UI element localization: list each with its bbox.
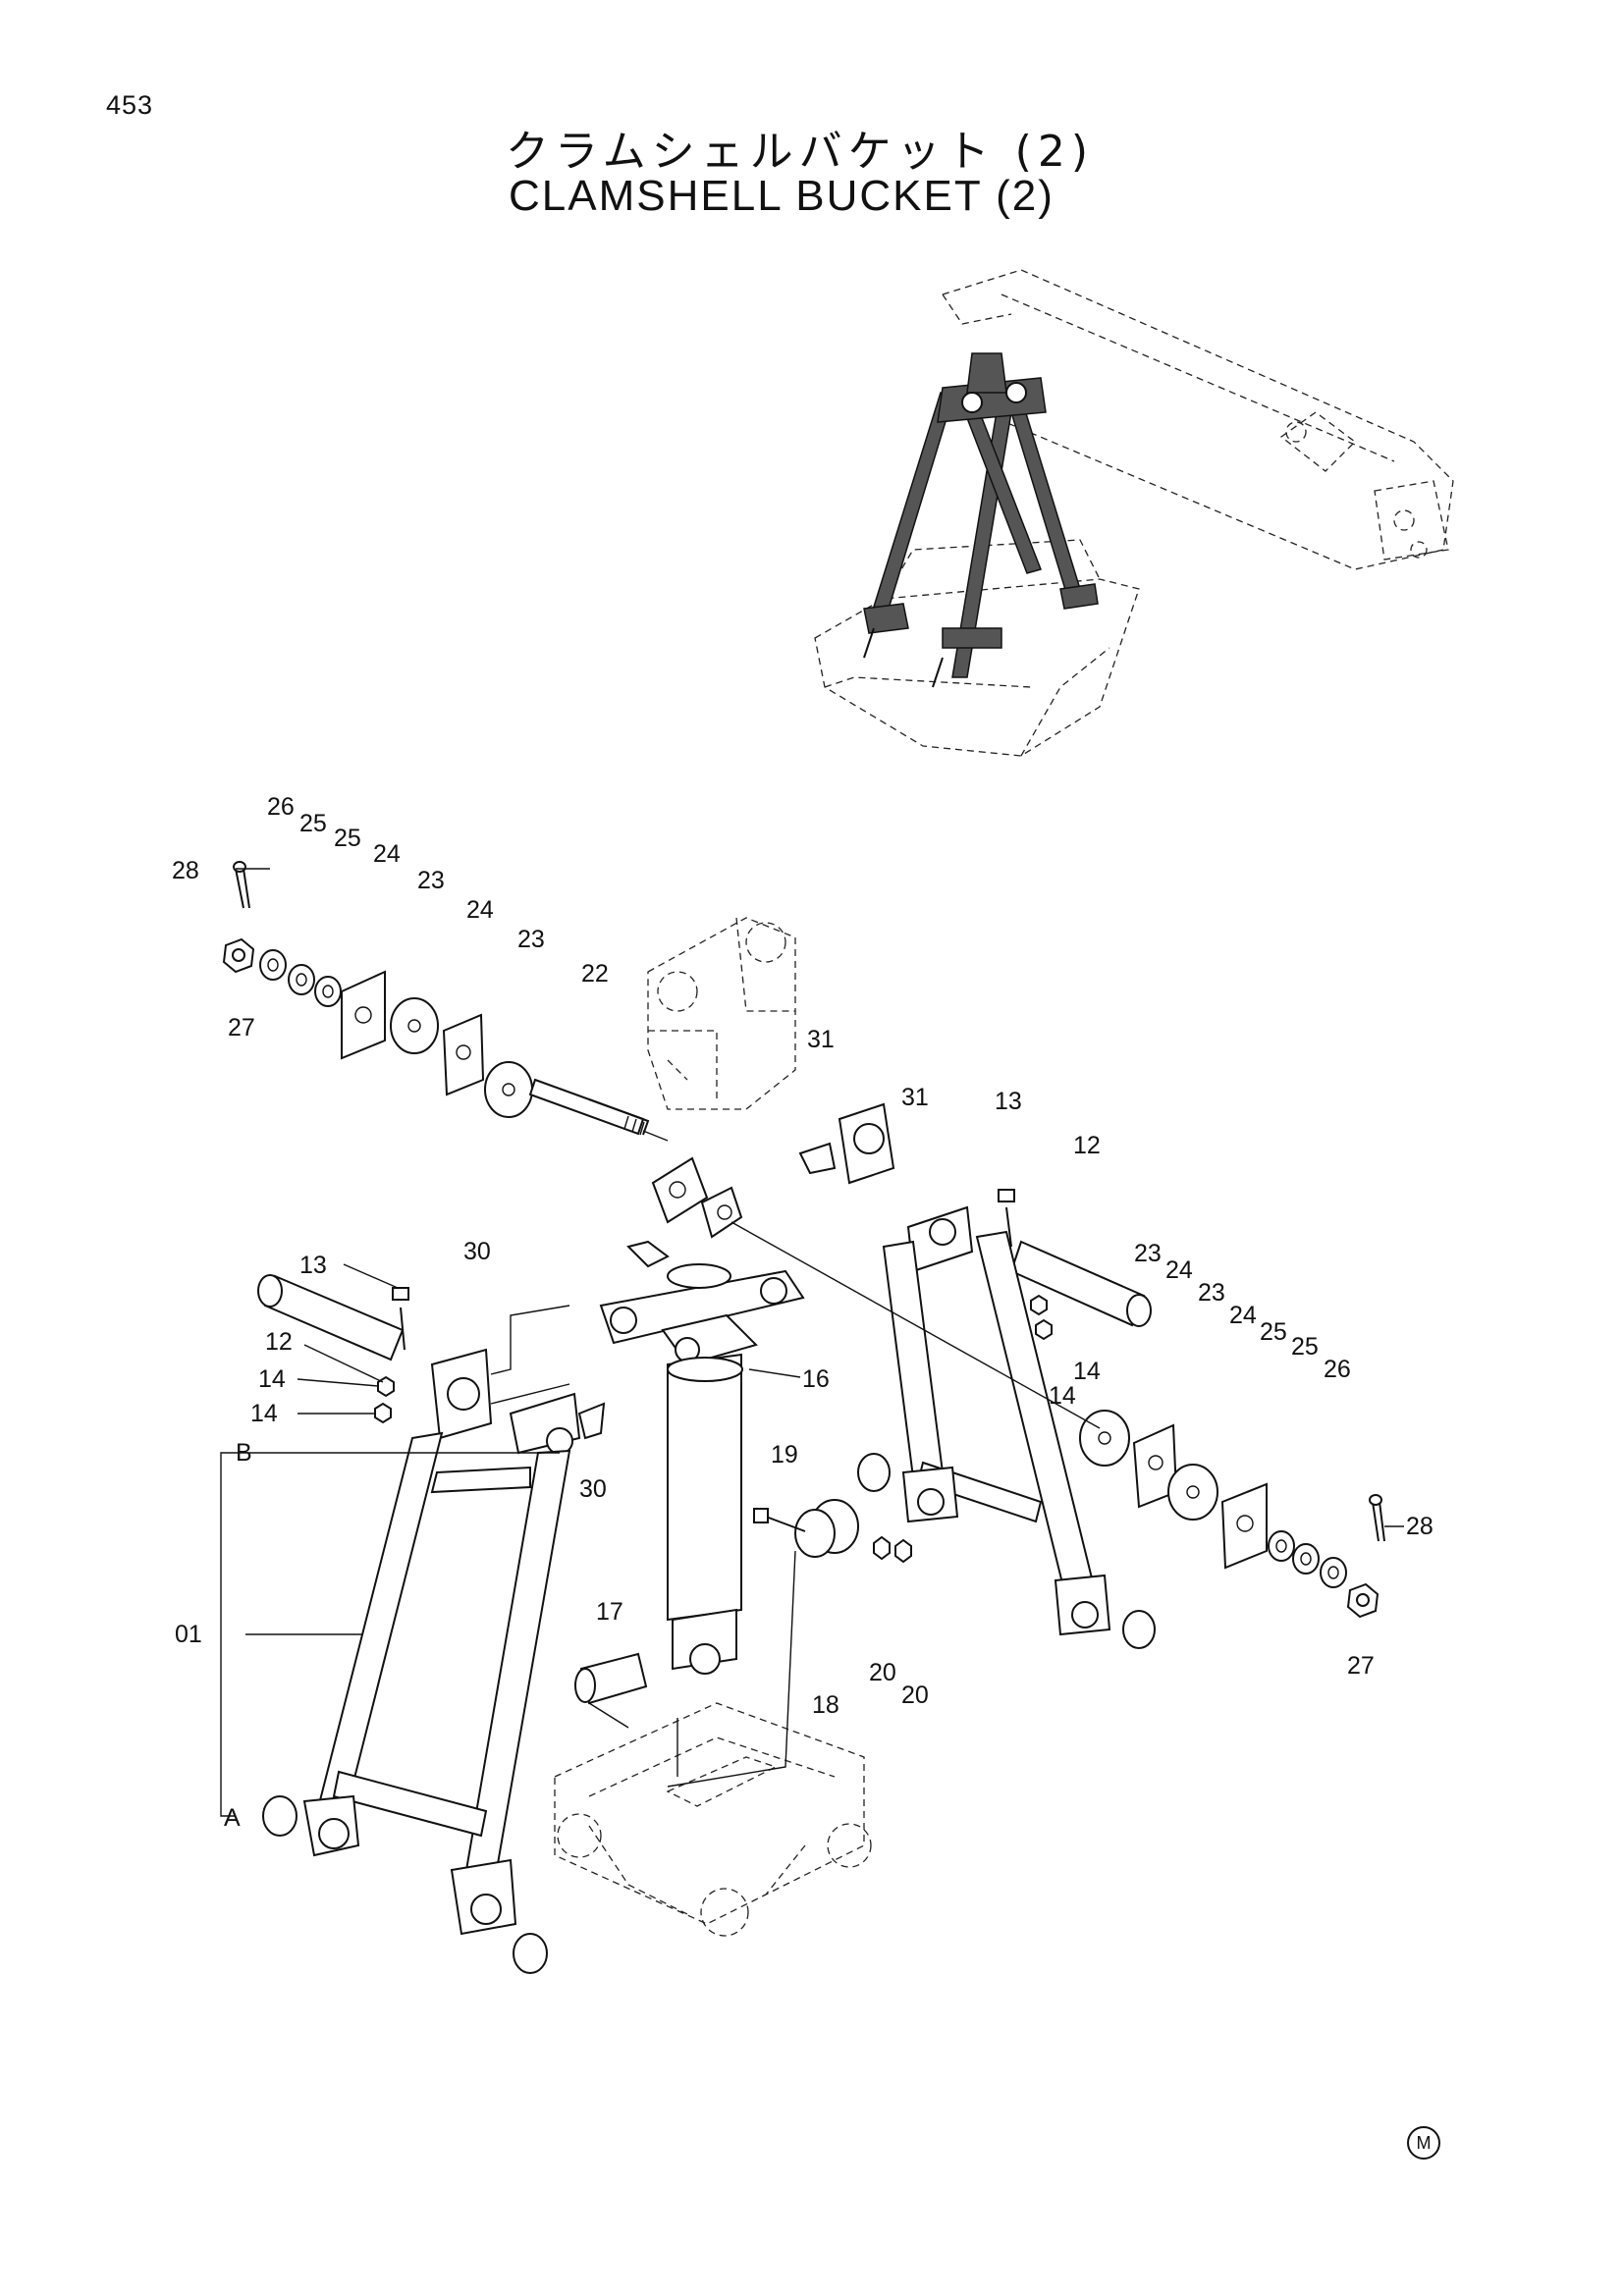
- callout-13a: 13: [995, 1088, 1022, 1115]
- callout-30a: 30: [463, 1238, 491, 1265]
- callout-27a: 27: [228, 1014, 255, 1041]
- callout-25d: 25: [1291, 1333, 1319, 1361]
- callout-24a: 24: [373, 840, 401, 868]
- callout-31a: 31: [807, 1026, 835, 1053]
- callout-19: 19: [771, 1441, 798, 1468]
- callout-27b: 27: [1347, 1652, 1375, 1680]
- cylinder-16: [574, 1156, 912, 1705]
- callout-A: A: [224, 1804, 241, 1832]
- upper-bracket: [647, 917, 796, 1110]
- callout-B: B: [236, 1439, 252, 1467]
- callout-23b: 23: [517, 926, 545, 953]
- base-frame: [554, 1702, 872, 1937]
- callout-28a: 28: [172, 857, 199, 884]
- callout-13b: 13: [299, 1252, 327, 1279]
- callout-26a: 26: [267, 793, 295, 821]
- title-english: CLAMSHELL BUCKET (2): [509, 172, 1055, 220]
- callout-14c: 14: [1073, 1358, 1101, 1385]
- callout-16: 16: [802, 1365, 830, 1393]
- callout-31b: 31: [901, 1084, 929, 1111]
- callout-14d: 14: [1049, 1382, 1076, 1410]
- corner-mark: M: [1407, 2126, 1440, 2160]
- right-arm-assembly: [798, 1102, 1156, 1649]
- callout-18: 18: [812, 1691, 839, 1719]
- callout-23d: 23: [1198, 1279, 1225, 1307]
- callout-20b: 20: [901, 1682, 929, 1709]
- callout-12b: 12: [265, 1328, 293, 1356]
- callout-14a: 14: [258, 1365, 286, 1393]
- callout-23c: 23: [1134, 1240, 1162, 1267]
- callout-01: 01: [175, 1621, 202, 1648]
- overview-illustration: [814, 269, 1454, 757]
- title-japanese: クラムシェルバケット (2): [506, 127, 1094, 177]
- callout-24d: 24: [1229, 1302, 1257, 1329]
- callout-25a: 25: [299, 810, 327, 837]
- callout-24c: 24: [1165, 1256, 1193, 1284]
- callout-14b: 14: [250, 1400, 278, 1427]
- callout-30b: 30: [579, 1475, 607, 1503]
- callout-labels: 26 25 25 24 28 23 24 23 27 22 31 31 13 1…: [172, 793, 1434, 1832]
- callout-25b: 25: [334, 825, 361, 852]
- callout-22: 22: [581, 960, 609, 988]
- callout-20a: 20: [869, 1659, 896, 1686]
- callout-17: 17: [596, 1598, 623, 1626]
- leader-lines: [220, 868, 1404, 1817]
- callout-26b: 26: [1324, 1356, 1351, 1383]
- callout-28b: 28: [1406, 1513, 1434, 1540]
- callout-12a: 12: [1073, 1132, 1101, 1159]
- callout-23a: 23: [417, 867, 445, 894]
- right-hardware-stack: [1079, 1410, 1385, 1619]
- callout-24b: 24: [466, 896, 494, 924]
- callout-25c: 25: [1260, 1318, 1287, 1346]
- left-hardware-stack: [222, 861, 650, 1136]
- page-number: 453: [106, 90, 154, 120]
- left-arm-assembly: [257, 1274, 606, 1974]
